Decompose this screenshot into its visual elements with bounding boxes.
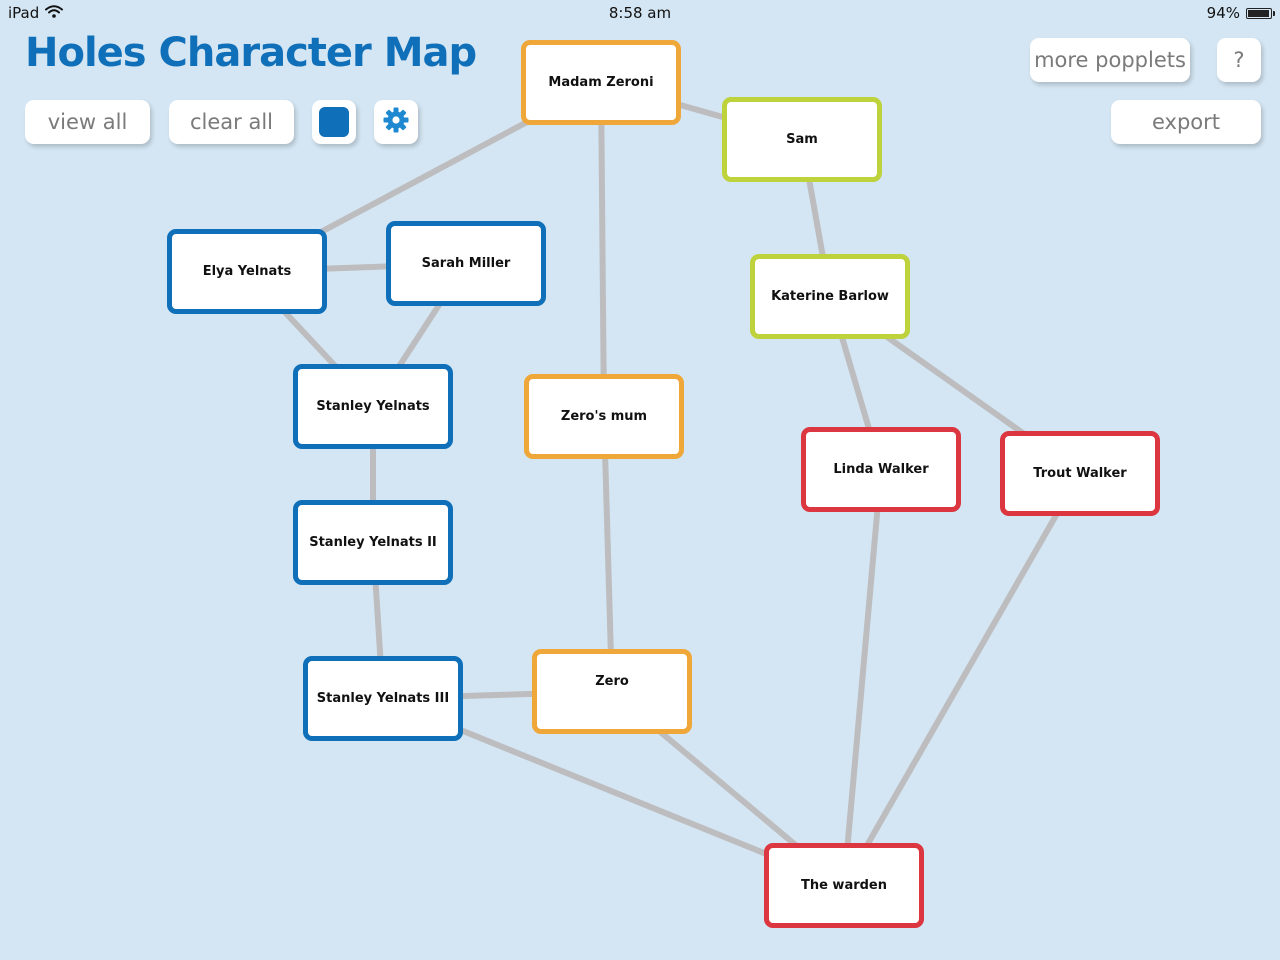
node-elya-yelnats[interactable]: Elya Yelnats xyxy=(167,229,327,314)
battery-level xyxy=(1248,9,1269,17)
node-label: Zero's mum xyxy=(560,409,648,424)
wifi-icon xyxy=(45,4,64,22)
device-name: iPad xyxy=(8,4,40,22)
node-label: Madam Zeroni xyxy=(548,75,654,90)
help-button[interactable]: ? xyxy=(1217,38,1261,82)
view-all-button[interactable]: view all xyxy=(25,100,150,144)
battery-percent: 94% xyxy=(1206,4,1240,22)
battery-icon xyxy=(1246,7,1275,19)
color-picker-button[interactable] xyxy=(312,100,356,144)
node-label: Zero xyxy=(595,674,629,689)
node-linda-walker[interactable]: Linda Walker xyxy=(801,427,961,512)
node-sam[interactable]: Sam xyxy=(722,97,882,182)
node-the-warden[interactable]: The warden xyxy=(764,843,924,928)
status-bar: iPad 8:58 am 94% xyxy=(0,0,1280,26)
node-label: Katerine Barlow xyxy=(771,289,889,304)
settings-button[interactable] xyxy=(374,100,418,144)
node-label: Stanley Yelnats III xyxy=(316,691,450,706)
selected-color-swatch xyxy=(319,107,349,137)
node-trout-walker[interactable]: Trout Walker xyxy=(1000,431,1160,516)
export-button[interactable]: export xyxy=(1111,100,1261,144)
node-stanley-yelnats-ii[interactable]: Stanley Yelnats II xyxy=(293,500,453,585)
node-label: The warden xyxy=(800,878,888,893)
gear-icon xyxy=(382,106,410,139)
clear-all-button[interactable]: clear all xyxy=(169,100,294,144)
node-stanley-yelnats[interactable]: Stanley Yelnats xyxy=(293,364,453,449)
connector-madam_zeroni-zeros_mum xyxy=(598,82,607,417)
status-left: iPad xyxy=(8,4,64,22)
connector-zeros_mum-zero xyxy=(601,416,615,692)
node-label: Sarah Miller xyxy=(421,256,511,271)
node-katerine-barlow[interactable]: Katerine Barlow xyxy=(750,254,910,339)
node-sarah-miller[interactable]: Sarah Miller xyxy=(386,221,546,306)
page-title: Holes Character Map xyxy=(25,30,477,76)
status-right: 94% xyxy=(1206,4,1275,22)
node-madam-zeroni[interactable]: Madam Zeroni xyxy=(521,40,681,125)
connector-trout_walker-the_warden xyxy=(841,472,1083,887)
node-label: Stanley Yelnats xyxy=(316,399,430,414)
node-label: Sam xyxy=(786,132,818,147)
status-time: 8:58 am xyxy=(608,4,672,22)
node-zero[interactable]: Zero xyxy=(532,649,692,734)
more-popplets-button[interactable]: more popplets xyxy=(1030,38,1190,82)
node-stanley-yelnats-iii[interactable]: Stanley Yelnats III xyxy=(303,656,463,741)
node-label: Linda Walker xyxy=(833,462,929,477)
node-label: Trout Walker xyxy=(1033,466,1127,481)
connector-linda_walker-the_warden xyxy=(841,469,884,886)
node-label: Elya Yelnats xyxy=(202,264,292,279)
node-label: Stanley Yelnats II xyxy=(309,535,437,550)
node-zeros-mum[interactable]: Zero's mum xyxy=(524,374,684,459)
